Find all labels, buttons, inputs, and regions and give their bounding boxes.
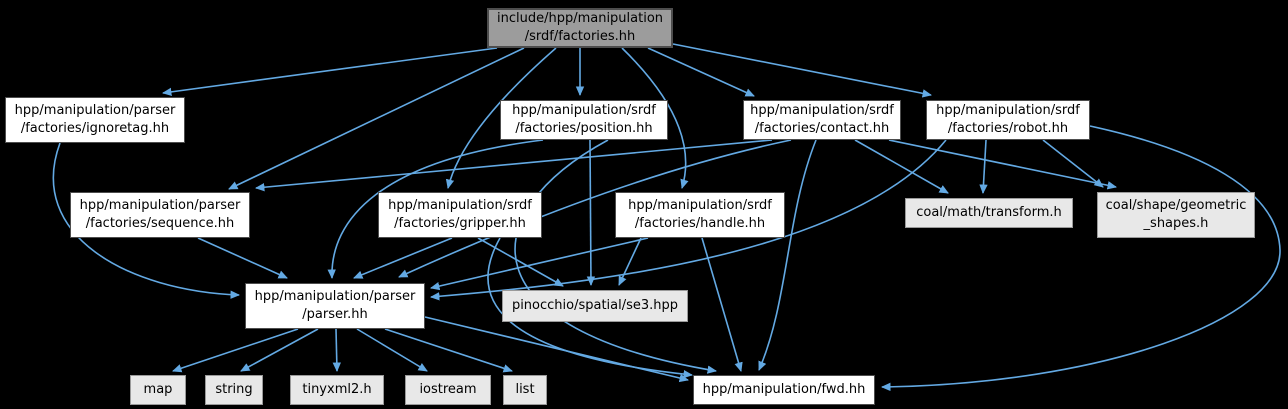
node-geometric[interactable]: coal/shape/geometric _shapes.h xyxy=(1097,192,1255,238)
edge-factories-to-ignoretag xyxy=(162,47,498,97)
edge-parser-to-iostream xyxy=(356,328,428,372)
node-robot[interactable]: hpp/manipulation/srdf /factories/robot.h… xyxy=(926,100,1090,140)
edge-contact-to-transform xyxy=(854,139,949,194)
edge-gripper-to-se3 xyxy=(477,237,564,287)
edge-handle-to-fwd xyxy=(701,237,743,372)
edge-ignoretag-to-parser xyxy=(52,142,240,299)
edge-factories-to-robot xyxy=(672,43,932,98)
edge-contact-to-geometric xyxy=(888,139,1117,190)
edge-parser-to-string xyxy=(240,328,319,372)
node-list[interactable]: list xyxy=(503,375,547,405)
node-contact[interactable]: hpp/manipulation/srdf /factories/contact… xyxy=(743,100,901,140)
edge-robot-to-parser xyxy=(430,139,947,301)
edge-position-to-fwd xyxy=(514,139,717,374)
node-fwd[interactable]: hpp/manipulation/fwd.hh xyxy=(693,375,875,405)
node-gripper[interactable]: hpp/manipulation/srdf /factories/gripper… xyxy=(378,192,542,238)
edge-robot-to-fwd xyxy=(881,125,1281,392)
edge-contact-to-fwd xyxy=(758,139,817,371)
edge-handle-to-se3 xyxy=(618,237,642,286)
node-factories[interactable]: include/hpp/manipulation /srdf/factories… xyxy=(487,8,673,48)
node-parser[interactable]: hpp/manipulation/parser /parser.hh xyxy=(245,283,425,329)
edge-parser-to-fwd xyxy=(424,316,689,383)
edge-contact-to-sequence xyxy=(255,139,773,192)
node-map[interactable]: map xyxy=(130,375,186,405)
node-handle[interactable]: hpp/manipulation/srdf /factories/handle.… xyxy=(615,192,785,238)
edge-position-to-se3 xyxy=(586,139,596,286)
node-string[interactable]: string xyxy=(205,375,263,405)
edge-factories-to-sequence xyxy=(228,47,525,190)
node-iostream[interactable]: iostream xyxy=(405,375,491,405)
edge-gripper-to-parser xyxy=(353,237,453,279)
node-se3[interactable]: pinocchio/spatial/se3.hpp xyxy=(502,290,688,322)
node-tinyxml2[interactable]: tinyxml2.h xyxy=(290,375,384,405)
edge-position-to-parser xyxy=(327,139,544,279)
edge-factories-to-contact xyxy=(647,47,755,97)
edge-parser-to-list xyxy=(384,328,513,373)
node-sequence[interactable]: hpp/manipulation/parser /factories/seque… xyxy=(70,192,250,238)
edge-sequence-to-parser xyxy=(197,237,288,279)
edge-robot-to-geometric xyxy=(1042,139,1104,188)
edge-robot-to-transform xyxy=(979,139,988,194)
node-position[interactable]: hpp/manipulation/srdf /factories/positio… xyxy=(500,100,668,140)
edge-handle-to-parser xyxy=(430,237,649,291)
node-transform[interactable]: coal/math/transform.h xyxy=(905,198,1073,228)
edge-contact-to-parser xyxy=(398,139,792,278)
edge-parser-to-map xyxy=(172,328,299,373)
edge-factories-to-gripper xyxy=(445,47,557,189)
node-ignoretag[interactable]: hpp/manipulation/parser /factories/ignor… xyxy=(5,97,185,143)
edge-factories-to-handle xyxy=(621,47,689,189)
edge-parser-to-tinyxml2 xyxy=(332,328,341,372)
